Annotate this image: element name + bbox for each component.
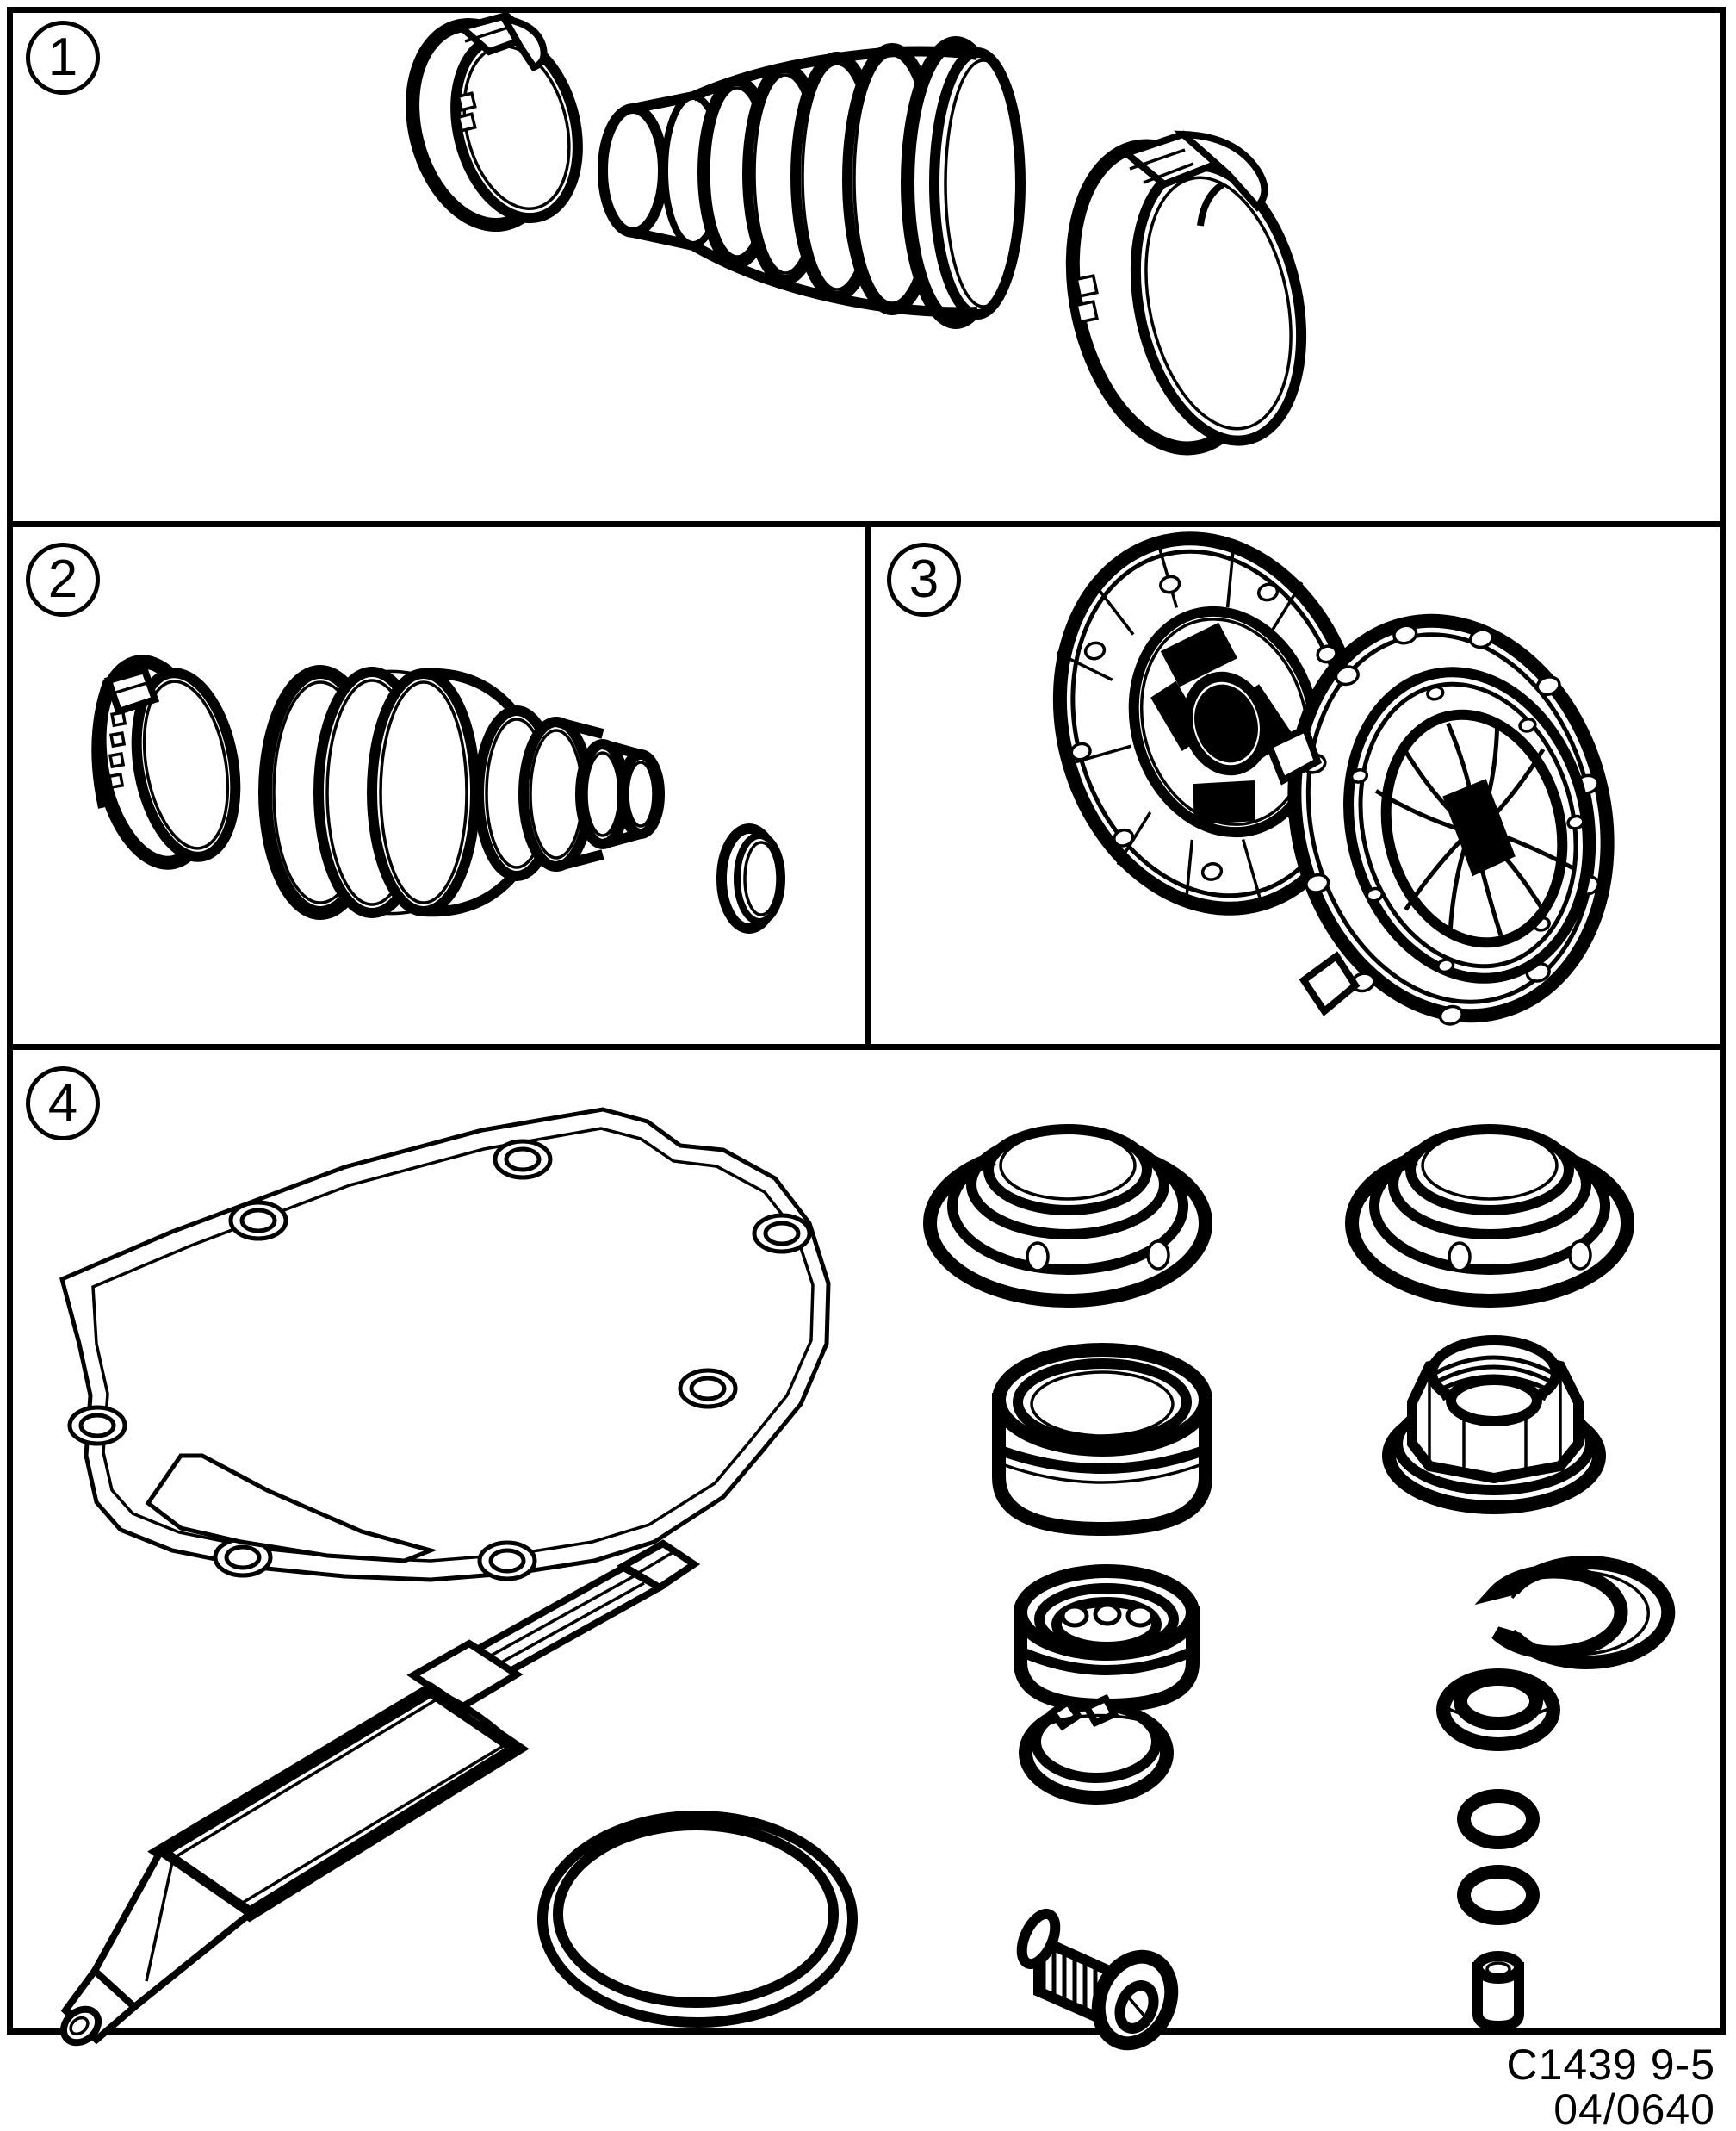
small-retainer-ring [716, 823, 785, 934]
inner-cv-boot [258, 665, 665, 920]
o-ring-small-lower [1457, 1865, 1540, 1925]
flanged-hex-nut [1382, 1335, 1606, 1514]
caption-line-2: 04/0640 [1033, 2084, 1715, 2131]
panel-badge-3-label: 3 [908, 550, 939, 609]
outer-frame [7, 7, 1726, 2035]
worm-drive-hose-clamp [91, 655, 241, 870]
bearing-seat-left [923, 1124, 1212, 1308]
transmission-cover-gasket [59, 1107, 831, 1582]
tabbed-retaining-ring [1019, 1693, 1174, 1805]
panel-badge-4: 4 [26, 1066, 100, 1140]
o-ring-small-upper [1457, 1789, 1540, 1849]
bearing-spacer-sleeve [992, 1343, 1212, 1537]
caption-line-2-text: 04/0640 [1553, 2085, 1715, 2131]
flat-washer [1436, 1668, 1560, 1751]
panel-badge-2-label: 2 [47, 550, 78, 609]
panel-badge-1: 1 [26, 21, 100, 95]
clutch-pressure-plate [1264, 613, 1615, 1026]
cv-joint-boot [598, 36, 1026, 329]
large-o-ring [537, 1811, 858, 2028]
socket-head-bolt [1016, 1908, 1179, 2051]
clutch-friction-disc [1052, 531, 1367, 916]
panel-badge-1-label: 1 [47, 28, 78, 87]
bushing-sleeve [1472, 1951, 1524, 2032]
divider-col-1 [865, 524, 871, 1047]
snap-ring [1474, 1556, 1676, 1669]
bearing-seat-right [1345, 1124, 1634, 1308]
caption-line-1-text: C1439 9-5 [1506, 2041, 1715, 2089]
large-band-clamp [1065, 130, 1307, 456]
small-band-clamp [406, 11, 583, 233]
panel-badge-4-label: 4 [47, 1073, 78, 1133]
ball-bearing [1014, 1564, 1200, 1713]
grease-syringe [59, 1539, 701, 2047]
panel-badge-3: 3 [887, 543, 961, 617]
panel-badge-2: 2 [26, 543, 100, 617]
divider-row-2 [7, 1044, 1726, 1050]
caption-line-1: C1439 9-5 [1033, 2040, 1715, 2090]
